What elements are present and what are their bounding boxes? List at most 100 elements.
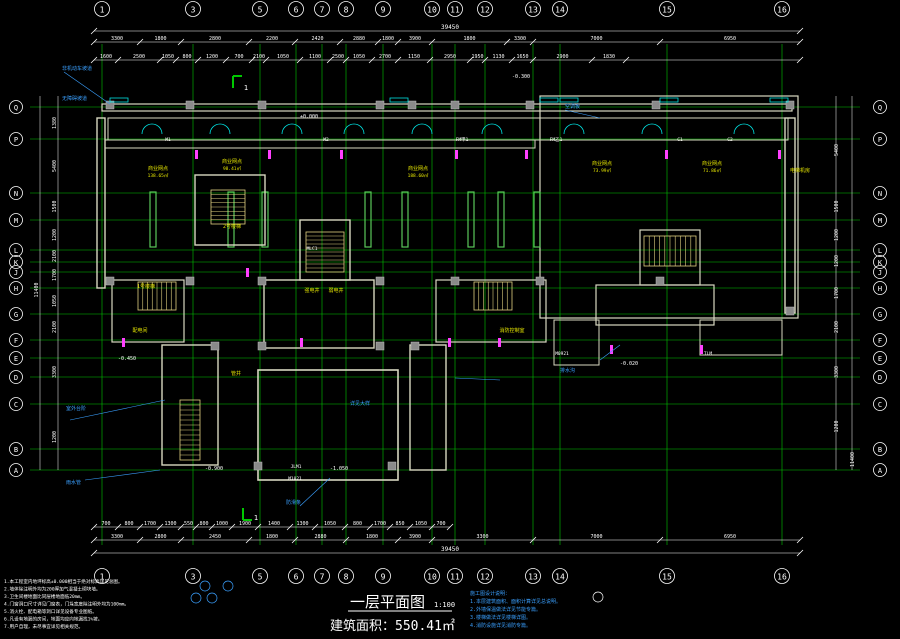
grid-label-right-2: N: [878, 190, 882, 198]
dim-top-row2-tick-14: [466, 56, 474, 64]
grid-label-top-3: 6: [294, 6, 299, 15]
grid-bubble-top-2: [252, 1, 268, 17]
partition-0: [149, 191, 157, 248]
grid-bubble-right-6: [873, 265, 887, 279]
grid-bubble-left-3: [9, 213, 23, 227]
note-circle-1: [222, 580, 234, 592]
annotation-1: 无障碍坡道: [62, 95, 87, 102]
room-label-8: 强电井: [304, 287, 319, 294]
grid-label-top-9: 12: [480, 6, 490, 15]
dim-bottom-row1-text-1: 2800: [154, 534, 166, 540]
dim-bottom-row1-tick-3: [245, 536, 253, 544]
dim-right-text-0: 5400: [834, 144, 840, 156]
marker-4: [525, 150, 528, 159]
dim-top-row2-text-5: 700: [234, 54, 243, 60]
grid-label-left-13: B: [14, 446, 18, 454]
column-14: [535, 276, 545, 286]
dim-left-text-3: 1200: [52, 229, 58, 241]
marker-11: [498, 338, 501, 347]
door-swing-3: [343, 123, 355, 135]
window-0: [109, 97, 129, 103]
note-right-1: 1.本层建筑面积、面积计算详见总说明。: [470, 598, 561, 605]
grid-bubble-left-12: [9, 397, 23, 411]
leader-6: [299, 477, 331, 507]
grid-label-bottom-5: 8: [344, 573, 349, 582]
column-21: [253, 461, 263, 471]
dim-bottom-row1-tick-4: [291, 536, 299, 544]
dim-bottom-row1-tick-1: [136, 536, 144, 544]
grid-label-right-4: L: [878, 247, 882, 255]
dim-bottom-row2-tick-12: [366, 523, 374, 531]
dim-right-text-2: 1200: [834, 229, 840, 241]
grid-label-top-2: 5: [258, 6, 263, 15]
east-stair-block: [639, 229, 701, 286]
grid-label-bottom-7: 10: [427, 573, 437, 582]
column-20: [410, 341, 420, 351]
grid-label-bottom-10: 13: [528, 573, 538, 582]
room-label-11: 配电间: [132, 327, 147, 334]
grid-label-left-8: G: [14, 311, 18, 319]
column-12: [375, 276, 385, 286]
south-wing-east: [409, 344, 447, 471]
dim-top-row2-text-4: 1200: [206, 54, 218, 60]
dim-top-row2-tick-0: [90, 56, 98, 64]
drawing-scale: 1:100: [434, 601, 455, 609]
grid-label-left-12: C: [14, 401, 18, 409]
dim-top-row2-text-13: 2950: [444, 54, 456, 60]
grid-bubble-right-0: [873, 100, 887, 114]
dim-bottom-row2-tick-5: [192, 523, 200, 531]
grid-label-top-12: 15: [662, 6, 672, 15]
section-mark-label-bottom: 1: [254, 514, 258, 522]
grid-label-left-9: F: [14, 337, 18, 345]
elevation-2: -0.450: [118, 356, 136, 362]
grid-bubble-left-10: [9, 351, 23, 365]
elevation-5: -0.020: [620, 361, 638, 367]
mark-code-3: FM乙1: [550, 136, 563, 143]
note-left-6: 7.用户自理，未尽事宜详见相关规范。: [4, 623, 83, 630]
grid-bubble-top-13: [774, 1, 790, 17]
grid-label-bottom-11: 14: [555, 573, 565, 582]
grid-bubble-left-7: [9, 281, 23, 295]
grid-bubble-right-5: [873, 255, 887, 269]
grid-bubble-bottom-3: [288, 568, 304, 584]
dim-top-row2-text-16: 1650: [516, 54, 528, 60]
dim-top-row2-text-3: 800: [182, 54, 191, 60]
grid-bubble-right-13: [873, 442, 887, 456]
room-label-2: 商业网点: [408, 165, 428, 172]
partition-6: [497, 191, 505, 248]
column-1: [185, 100, 195, 110]
dim-top-row2-tick-19: [622, 56, 630, 64]
door-swing-7: [641, 123, 653, 135]
dim-top-row2-tick-3: [172, 56, 180, 64]
grid-bubble-bottom-6: [375, 568, 391, 584]
grid-label-left-11: D: [14, 374, 18, 382]
dim-bottom-overall-text: 39450: [441, 546, 459, 553]
grid-label-left-14: A: [14, 467, 19, 475]
dim-bottom-row2-text-7: 1900: [239, 521, 251, 527]
dim-bottom-overall-tick-0: [90, 549, 98, 557]
wall-p-line: [104, 139, 536, 149]
grid-label-right-0: Q: [878, 104, 882, 112]
dim-bottom-row1-text-2: 2450: [209, 534, 221, 540]
room-area-1: 98.41㎡: [223, 165, 242, 172]
partition-4: [401, 191, 409, 248]
marker-12: [610, 345, 613, 354]
building-walls: [96, 95, 799, 481]
grid-label-bottom-2: 5: [258, 573, 263, 582]
grid-label-top-13: 16: [777, 6, 787, 15]
dim-bottom-row1-tick-6: [394, 536, 402, 544]
room-label-9: 弱电井: [328, 287, 343, 294]
dim-bottom-row1-text-9: 6950: [724, 534, 736, 540]
column-9: [105, 276, 115, 286]
door-swing-b-8: [743, 123, 755, 135]
grid-label-right-6: J: [878, 269, 882, 277]
grid-bubble-top-3: [288, 1, 304, 17]
grid-label-left-7: H: [14, 285, 18, 293]
annotation-6: 防滑条: [286, 499, 301, 506]
dim-top-row2-text-11: 2700: [379, 54, 391, 60]
grid-bubble-top-0: [94, 1, 110, 17]
building-area-label: 建筑面积：550.41㎡: [330, 618, 455, 634]
grid-bubble-right-9: [873, 333, 887, 347]
note-circle-3: [206, 592, 218, 604]
